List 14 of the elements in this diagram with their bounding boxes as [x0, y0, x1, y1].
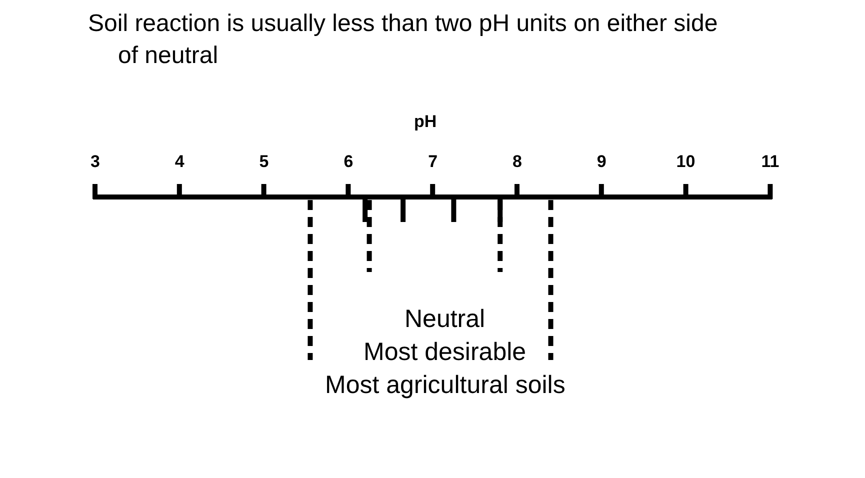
tick-label: 10: [676, 152, 696, 172]
tick-label: 7: [428, 152, 438, 172]
axis-title: pH: [414, 112, 437, 132]
tick-label: 4: [174, 152, 184, 172]
tick-label: 11: [761, 152, 780, 172]
range-label: Neutral: [404, 305, 486, 334]
range-label: Most agricultural soils: [325, 371, 566, 400]
tick-label: 6: [344, 152, 354, 172]
tick-label: 8: [512, 152, 522, 172]
tick-label: 3: [90, 152, 100, 172]
tick-label: 5: [259, 152, 269, 172]
title: Soil reaction is usually less than two pH units on either side of neutral: [88, 9, 719, 71]
range-label: Most desirable: [364, 338, 526, 367]
tick-label: 9: [596, 152, 606, 172]
